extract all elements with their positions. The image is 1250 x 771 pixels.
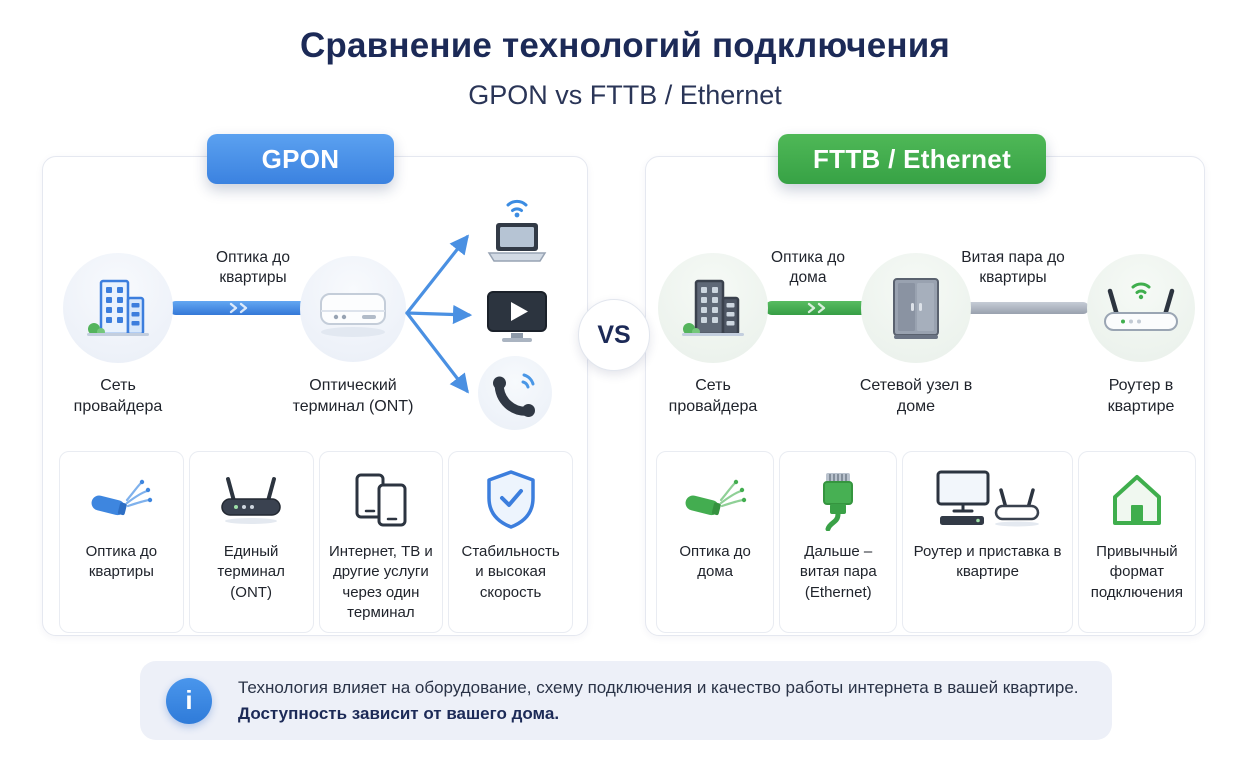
gpon-badge: GPON (207, 134, 394, 184)
gpon-cable-label: Оптика до квартиры (216, 249, 290, 287)
gpon-feature-cards: Оптика до квартиры Единый терминал (ONT) (59, 451, 573, 633)
fttb-feature-card-router-stb: Роутер и приставка в квартире (902, 451, 1073, 633)
fttb-panel: Сеть провайдера Оптика до дома Сетевой у… (645, 156, 1205, 636)
feature-label: Роутер и приставка в квартире (913, 543, 1062, 581)
feature-label: Привычный формат подключения (1090, 543, 1184, 601)
gpon-feature-card-optics: Оптика до квартиры (59, 451, 184, 633)
fttb-router-label: Роутер в квартире (1107, 377, 1175, 416)
ont-terminal-icon (320, 293, 386, 337)
footer-text: Технология влияет на оборудование, схему… (238, 678, 1079, 724)
fttb-provider-node (658, 253, 768, 363)
gpon-ont-node (300, 256, 406, 362)
gpon-feature-card-terminal: Единый терминал (ONT) (188, 451, 314, 633)
gpon-branch-lines (405, 234, 473, 394)
fttb-router-node (1087, 254, 1195, 362)
feature-label: Оптика до квартиры (85, 543, 158, 581)
fttb-provider-label: Сеть провайдера (668, 377, 758, 416)
house-icon (1107, 466, 1167, 532)
fttb-feature-cards: Оптика до дома (656, 451, 1197, 633)
gpon-terminal-label: Оптический терминал (ONT) (292, 377, 414, 416)
vs-circle: VS (578, 299, 650, 371)
feature-label: Стабильность и высокая скорость (461, 543, 560, 601)
gpon-feature-card-services: Интернет, ТВ и другие услуги через один … (318, 451, 444, 633)
fttb-feature-card-format: Привычный формат подключения (1077, 451, 1197, 633)
phone-wifi-icon (493, 373, 535, 417)
gpon-optic-cable (169, 301, 309, 315)
fttb-optic-cable (765, 301, 869, 315)
feature-label: Единый терминал (ONT) (217, 543, 285, 601)
monitor-router-icon (934, 466, 1042, 532)
page-title: Сравнение технологий подключения (299, 26, 951, 65)
gpon-provider-node (63, 253, 173, 363)
footer-note: i Технология влияет на оборудование, схе… (140, 661, 1112, 740)
gpon-laptop-device (479, 193, 555, 273)
devices-icon (349, 466, 413, 532)
cable-chevrons-icon (807, 302, 826, 314)
feature-label: Интернет, ТВ и другие услуги через один … (328, 543, 433, 621)
shield-check-icon (482, 466, 540, 532)
feature-label: Оптика до дома (679, 543, 751, 581)
fttb-feature-card-ethernet: Дальше – витая пара (Ethernet) (779, 451, 898, 633)
info-icon: i (166, 677, 212, 724)
gpon-phone-device (478, 356, 552, 430)
laptop-wifi-icon (487, 199, 547, 262)
fttb-badge: FTTB / Ethernet (778, 134, 1046, 184)
building-gray-icon (682, 279, 744, 336)
page-subtitle: GPON vs FTTB / Ethernet (468, 80, 782, 110)
optic-cable-green-icon (683, 466, 747, 532)
footer-line1: Технология влияет на оборудование, схему… (238, 677, 1079, 697)
cable-chevrons-icon (229, 302, 248, 314)
optic-cable-blue-icon (89, 466, 153, 532)
gpon-tv-device (482, 287, 552, 349)
ethernet-plug-icon (810, 466, 866, 532)
tv-play-icon (487, 291, 547, 342)
router-wifi-icon (1104, 282, 1178, 331)
network-cabinet-icon (893, 278, 939, 339)
fttb-twisted-pair-cable (963, 302, 1089, 314)
fttb-cable1-label: Оптика до дома (771, 249, 845, 287)
footer-line2: Доступность зависит от вашего дома. (238, 703, 560, 723)
building-blue-icon (87, 279, 149, 336)
fttb-feature-card-optics: Оптика до дома (656, 451, 775, 633)
fttb-node-cabinet (861, 253, 971, 363)
gpon-provider-label: Сеть провайдера (73, 377, 163, 416)
gpon-panel: Сеть провайдера Оптика до квартиры Оптич… (42, 156, 588, 636)
router-dark-icon (216, 466, 286, 532)
gpon-feature-card-stability: Стабильность и высокая скорость (448, 451, 573, 633)
fttb-cable2-label: Витая пара до квартиры (961, 249, 1065, 287)
feature-label: Дальше – витая пара (Ethernet) (799, 543, 877, 601)
fttb-node-label: Сетевой узел в доме (859, 377, 973, 416)
